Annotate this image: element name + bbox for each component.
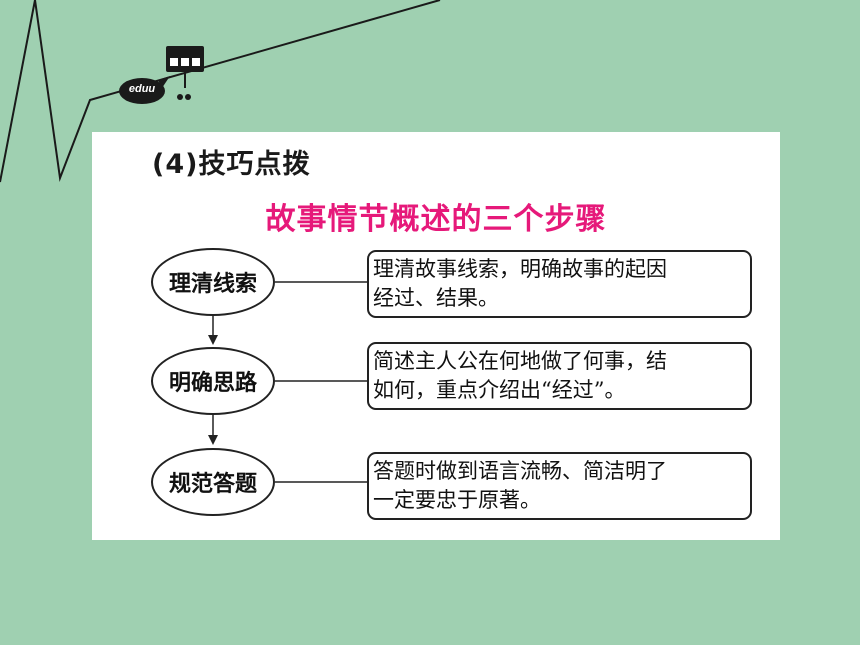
logo-bubble [119,76,170,104]
content-card: (4)技巧点拨 故事情节概述的三个步骤 理清线索 理清故事线索，明确故事的起因 … [92,132,780,540]
step-oval-2: 明确思路 [151,347,275,415]
step-description-2: 简述主人公在何地做了何事，结 如何，重点介绍出“经过”。 [367,342,752,410]
section-title: (4)技巧点拨 [152,149,311,180]
step-1-line-2: 经过、结果。 [373,286,499,310]
step-2-line-2: 如何，重点介绍出“经过”。 [373,378,626,402]
chalkboard-icon [166,46,204,100]
step-2-line-1: 简述主人公在何地做了何事，结 [373,349,667,373]
step-description-3: 答题时做到语言流畅、简洁明了 一定要忠于原著。 [367,452,752,520]
step-3-line-2: 一定要忠于原著。 [373,488,541,512]
step-oval-1: 理清线索 [151,248,275,316]
step-3-line-1: 答题时做到语言流畅、简洁明了 [373,459,667,483]
step-1-line-1: 理清故事线索，明确故事的起因 [373,257,667,281]
flow-connectors [208,281,367,483]
logo-text: eduu [128,83,156,95]
diagram-title: 故事情节概述的三个步骤 [265,202,607,237]
step-oval-3: 规范答题 [151,448,275,516]
step-description-1: 理清故事线索，明确故事的起因 经过、结果。 [367,250,752,318]
